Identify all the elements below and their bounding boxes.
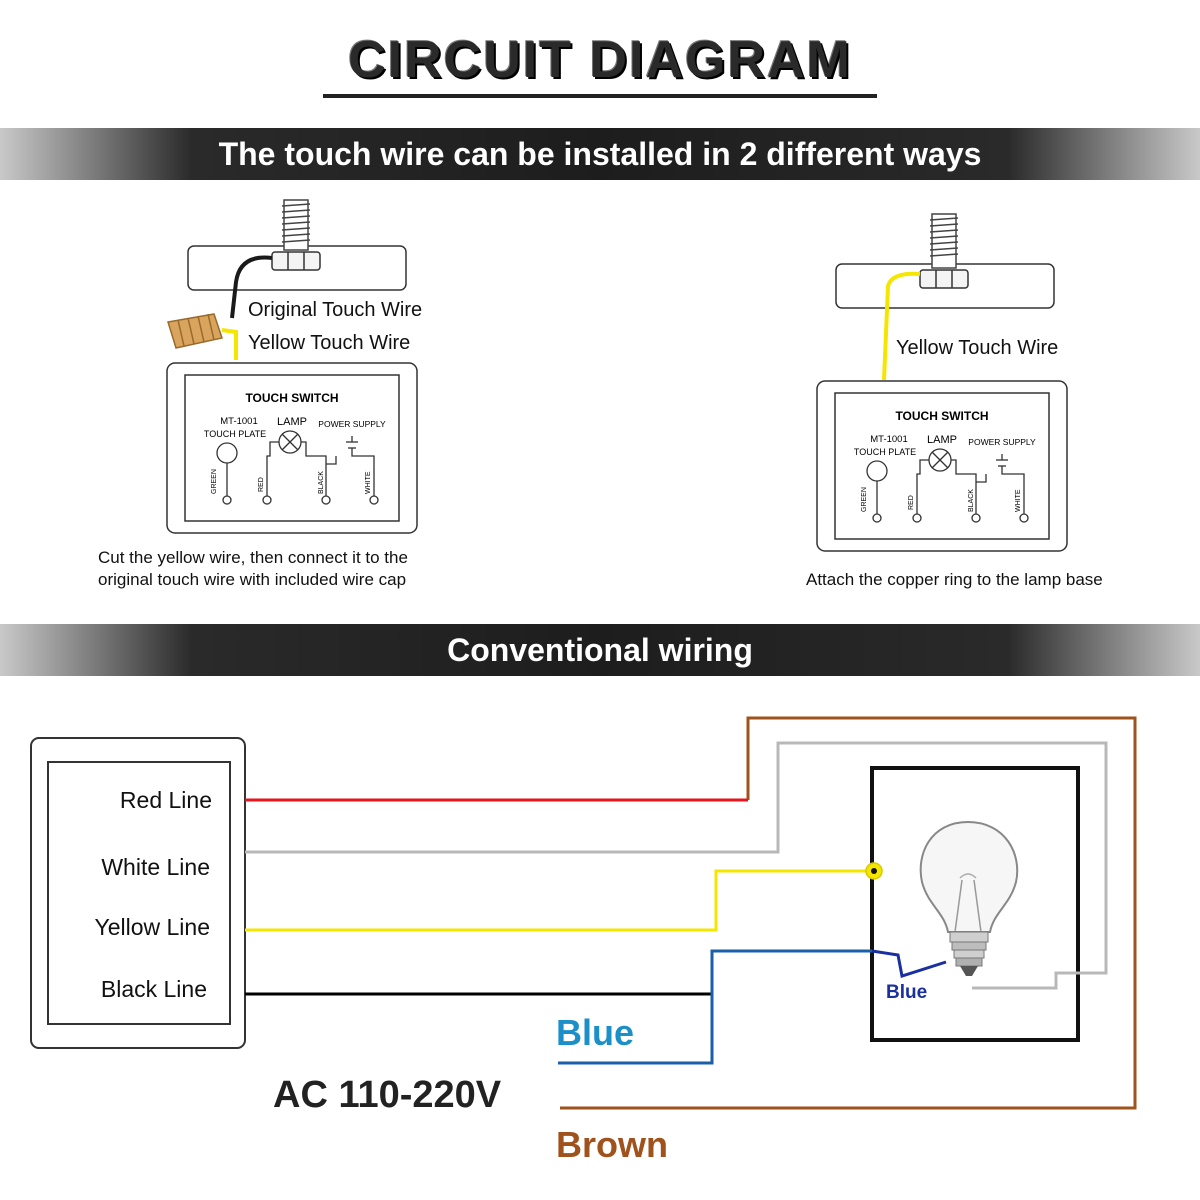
wire-cap-icon (167, 313, 223, 349)
switch-power-text: POWER SUPPLY (318, 419, 386, 429)
threaded-rod-icon (281, 199, 311, 251)
label-black-line: Black Line (100, 976, 207, 1002)
switch-plate-text: TOUCH PLATE (854, 447, 916, 457)
label-lamp-blue: Blue (886, 982, 928, 1003)
switch-model-text: MT-1001 (220, 416, 258, 427)
switch-t0-text: GREEN (861, 487, 868, 512)
label-yellow-touch-wire-left: Yellow Touch Wire (248, 332, 411, 354)
caption-left-line2: original touch wire with included wire c… (98, 570, 407, 589)
label-yellow-touch-wire-right: Yellow Touch Wire (896, 337, 1059, 359)
label-voltage: AC 110-220V (273, 1074, 502, 1116)
caption-right: Attach the copper ring to the lamp base (806, 570, 1103, 589)
nut-icon (919, 269, 969, 289)
switch-plate-text: TOUCH PLATE (204, 429, 266, 439)
switch-t1-text: RED (908, 495, 915, 510)
yellow-touch-wire (221, 328, 238, 360)
banner-conventional-wiring: Conventional wiring (0, 624, 1200, 676)
wire-blue (558, 949, 872, 1065)
switch-lamp-text: LAMP (277, 416, 307, 428)
label-original-touch-wire: Original Touch Wire (248, 299, 423, 321)
lamp-enclosure (870, 766, 1080, 1042)
wire-yellow (245, 869, 874, 932)
method-left-diagram (167, 199, 407, 360)
switch-t0-text: GREEN (211, 469, 218, 494)
touch-switch-schematic: TOUCH SWITCH MT-1001 TOUCH PLATE LAMP PO… (166, 362, 418, 534)
original-touch-wire (230, 255, 273, 319)
caption-left-line1: Cut the yellow wire, then connect it to … (98, 548, 408, 567)
touch-switch-box-left: TOUCH SWITCH MT-1001 TOUCH PLATE LAMP PO… (166, 362, 418, 534)
switch-title-text: TOUCH SWITCH (245, 391, 338, 405)
switch-t3-text: WHITE (1015, 489, 1022, 512)
wire-white (245, 741, 1108, 990)
switch-model-text: MT-1001 (870, 434, 908, 445)
wire-brown (560, 716, 1137, 1110)
yellow-touch-wire (882, 271, 921, 381)
switch-title-text: TOUCH SWITCH (895, 409, 988, 423)
switch-t1-text: RED (258, 477, 265, 492)
label-yellow-line: Yellow Line (94, 914, 210, 940)
light-bulb-icon (919, 820, 1019, 976)
switch-lamp-text: LAMP (927, 434, 957, 446)
nut-icon (271, 251, 321, 271)
title-underline (323, 94, 877, 98)
switch-t2-text: BLACK (318, 471, 325, 494)
banner-installation-ways: The touch wire can be installed in 2 dif… (0, 128, 1200, 180)
page-title: CIRCUIT DIAGRAM (348, 31, 852, 89)
threaded-rod-icon (929, 213, 959, 269)
switch-power-text: POWER SUPPLY (968, 437, 1036, 447)
switch-t2-text: BLACK (968, 489, 975, 512)
switch-t3-text: WHITE (365, 471, 372, 494)
touch-switch-schematic: TOUCH SWITCH MT-1001 TOUCH PLATE LAMP PO… (816, 380, 1068, 552)
wire-blue-lamp (871, 949, 947, 978)
switch-module-inner (47, 761, 231, 1025)
label-brown: Brown (556, 1124, 668, 1165)
label-red-line: Red Line (119, 787, 212, 813)
label-white-line: White Line (101, 854, 210, 880)
label-blue: Blue (556, 1012, 635, 1053)
method-right-diagram (835, 213, 1055, 381)
touch-switch-box-right: TOUCH SWITCH MT-1001 TOUCH PLATE LAMP PO… (816, 380, 1068, 552)
